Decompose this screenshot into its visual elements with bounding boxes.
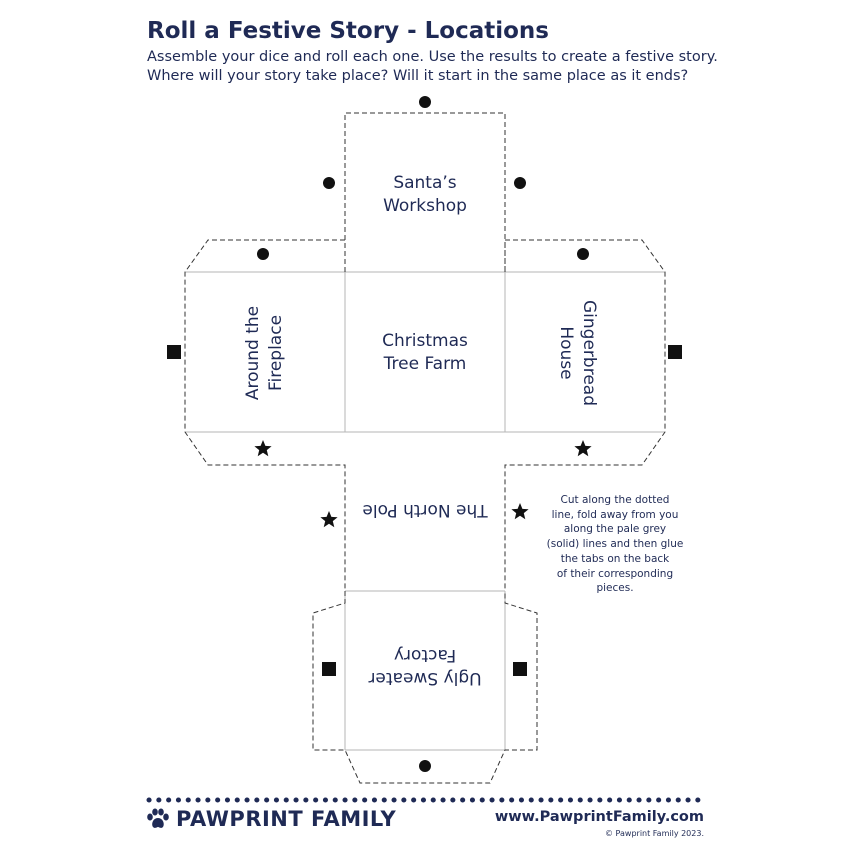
face-bottom-label: Ugly Sweater Factory [350, 643, 500, 689]
circle-marker-icon [514, 177, 526, 189]
circle-marker-icon [323, 177, 335, 189]
face-left-label: Around the Fireplace [242, 278, 288, 428]
face-center-line-2: Tree Farm [383, 354, 467, 374]
face-center-label: Christmas Tree Farm [350, 330, 500, 376]
face-right-label: Gingerbread House [554, 278, 600, 428]
page-subtitle: Assemble your dice and roll each one. Us… [147, 48, 718, 86]
circle-marker-icon [257, 248, 269, 260]
instructions-line: of their corresponding [556, 567, 674, 580]
brand-name: PAWPRINT FAMILY [176, 807, 397, 831]
square-marker-icon [322, 662, 336, 676]
instructions-line: line, fold away from you [551, 508, 679, 521]
face-top-line-2: Workshop [383, 196, 467, 216]
subtitle-line-1: Assemble your dice and roll each one. Us… [147, 49, 718, 65]
footer-dotted-divider [146, 797, 706, 803]
cut-lines [184, 112, 666, 784]
subtitle-line-2: Where will your story take place? Will i… [147, 68, 689, 84]
website-link[interactable]: www.PawprintFamily.com [494, 809, 704, 825]
face-left-line-1: Around the [243, 305, 263, 401]
paw-icon [147, 808, 169, 828]
markers [167, 96, 682, 772]
star-marker-icon [254, 440, 272, 457]
instructions-line: Cut along the dotted [560, 494, 670, 506]
face-bottom-line-2: Factory [393, 645, 457, 665]
square-marker-icon [167, 345, 181, 359]
circle-marker-icon [577, 248, 589, 260]
face-top-line-1: Santa’s [393, 173, 457, 193]
fold-lines [185, 271, 665, 751]
star-marker-icon [511, 503, 529, 520]
face-right-line-1: Gingerbread [579, 300, 599, 406]
copyright-text: © Pawprint Family 2023. [605, 829, 704, 838]
face-bottom-line-1: Ugly Sweater [368, 668, 482, 688]
face-top-label: Santa’s Workshop [350, 172, 500, 218]
square-marker-icon [668, 345, 682, 359]
face-lower-label: The North Pole [350, 498, 500, 521]
star-marker-icon [320, 511, 338, 528]
instructions-line: the tabs on the back [560, 552, 670, 565]
face-right-line-2: House [556, 326, 576, 380]
face-center-line-1: Christmas [382, 331, 468, 351]
instructions-line: along the pale grey [563, 523, 667, 536]
circle-marker-icon [419, 760, 431, 772]
star-marker-icon [574, 440, 592, 457]
circle-marker-icon [419, 96, 431, 108]
page-title: Roll a Festive Story - Locations [147, 18, 549, 44]
face-lower-line-1: The North Pole [362, 500, 488, 520]
brand-logo: PAWPRINT FAMILY [146, 806, 396, 832]
instructions-line: pieces. [596, 582, 634, 595]
cutting-instructions: Cut along the dotted line, fold away fro… [540, 493, 690, 596]
instructions-line: (solid) lines and then glue [546, 538, 684, 551]
face-left-line-2: Fireplace [266, 314, 286, 392]
square-marker-icon [513, 662, 527, 676]
